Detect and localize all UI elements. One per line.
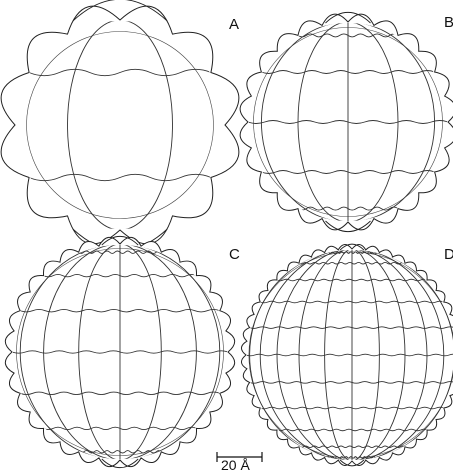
sphere-c (5, 236, 234, 467)
panel-label-c: C (229, 247, 240, 262)
sphere-b (240, 12, 453, 231)
sphere-d (241, 244, 453, 466)
scale-bar-label: 20 Å (221, 458, 250, 472)
sphere-outline (1, 6, 239, 244)
panel-label-d: D (444, 247, 453, 262)
panel-label-b: B (444, 15, 453, 30)
sphere-a (1, 0, 239, 251)
panel-label-a: A (229, 17, 239, 32)
sphere-outline (240, 14, 453, 230)
